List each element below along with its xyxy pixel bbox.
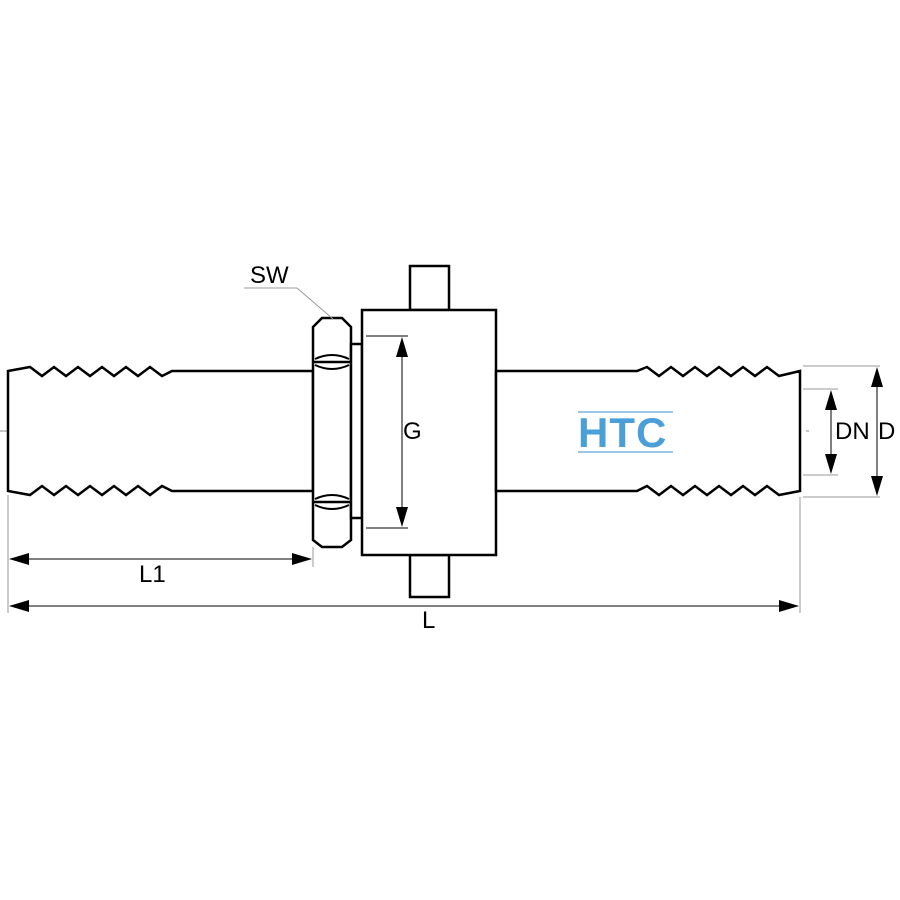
dn-arrow-bottom	[825, 454, 837, 474]
dn-label: DN	[835, 418, 870, 445]
dn-arrow-top	[825, 390, 837, 410]
hex-nut-chamfer-top	[314, 354, 350, 360]
l-label: L	[422, 607, 435, 634]
l-arrow-left	[9, 600, 29, 612]
htc-logo: HTC	[578, 409, 673, 456]
left-hose-barb	[6, 365, 315, 497]
hex-nut-chamfer-bottom	[314, 504, 350, 510]
g-arrow-bottom	[396, 507, 408, 527]
d-label: D	[878, 418, 895, 445]
g-label: G	[403, 418, 422, 445]
main-body	[360, 308, 498, 557]
l1-label: L1	[139, 561, 166, 588]
d-arrow-bottom	[871, 476, 883, 496]
hex-nut-chamfer-mid	[314, 364, 350, 370]
htc-logo-text: HTC	[578, 409, 667, 456]
hex-nut	[311, 316, 353, 549]
sw-leader-diagonal	[296, 287, 334, 320]
l1-arrow-right	[292, 553, 312, 565]
d-arrow-top	[871, 367, 883, 387]
top-lug	[408, 264, 451, 312]
hex-nut-chamfer-mid2	[314, 494, 350, 500]
l-arrow-right	[779, 600, 799, 612]
washer	[349, 342, 364, 520]
bottom-lug	[408, 553, 451, 599]
right-hose-barb	[494, 365, 802, 497]
g-arrow-top	[396, 337, 408, 357]
l1-arrow-left	[9, 553, 29, 565]
sw-label: SW	[250, 262, 289, 289]
